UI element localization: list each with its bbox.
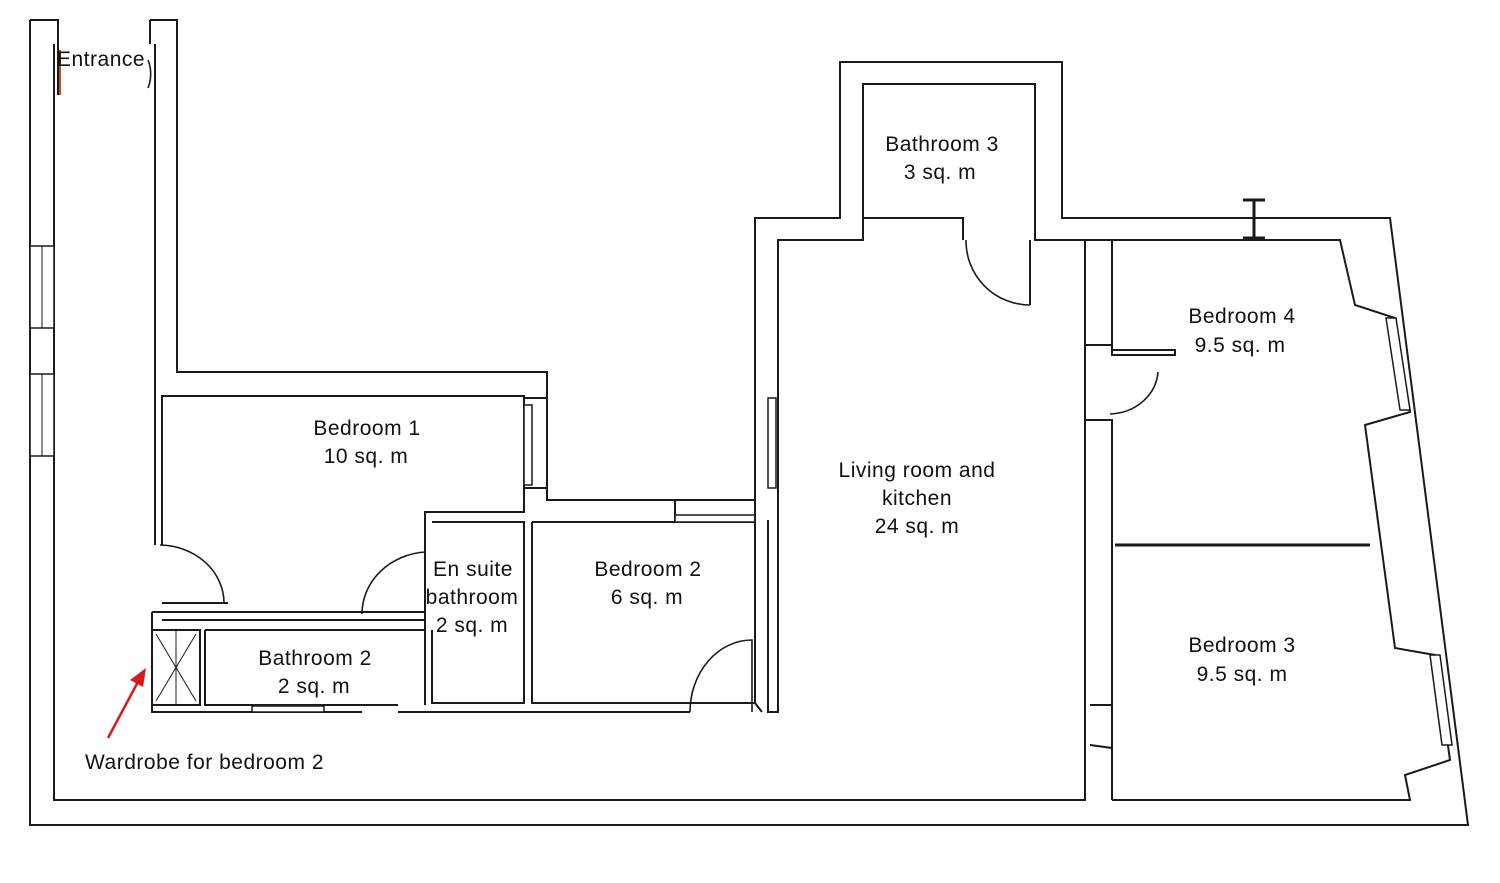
bathroom-3-walls bbox=[863, 217, 1031, 305]
bathroom-2-area: 2 sq. m bbox=[278, 675, 350, 698]
ensuite-walls bbox=[362, 521, 525, 704]
bathroom-2-name: Bathroom 2 bbox=[258, 647, 372, 670]
bathroom-3-area: 3 sq. m bbox=[904, 161, 976, 184]
left-windows bbox=[29, 245, 55, 457]
column-marker bbox=[1243, 198, 1265, 240]
wardrobe bbox=[151, 629, 201, 706]
living-room-name-line-1: Living room and bbox=[839, 459, 996, 482]
bathroom-3-door bbox=[965, 239, 1031, 306]
entrance-door bbox=[147, 59, 152, 89]
room-labels: Entrance Bathroom 3 3 sq. m Bedroom 1 10… bbox=[57, 48, 1295, 774]
wardrobe-arrow bbox=[106, 668, 146, 739]
bedrooms-partition bbox=[1084, 239, 1370, 800]
bedroom-4-name: Bedroom 4 bbox=[1188, 305, 1295, 328]
bedroom-1-area: 10 sq. m bbox=[324, 445, 409, 468]
bedroom-2-name: Bedroom 2 bbox=[594, 558, 701, 581]
bedroom-2-door bbox=[689, 639, 753, 713]
bedroom-1-name: Bedroom 1 bbox=[313, 417, 420, 440]
bedroom-1-door bbox=[159, 544, 225, 604]
entrance-label: Entrance bbox=[57, 48, 145, 71]
bedroom-2-area: 6 sq. m bbox=[611, 586, 683, 609]
wardrobe-note: Wardrobe for bedroom 2 bbox=[85, 751, 324, 774]
outer-walls bbox=[29, 19, 1470, 826]
bathroom-2-walls bbox=[151, 611, 690, 713]
ensuite-door bbox=[361, 551, 426, 615]
living-room-name-line-2: kitchen bbox=[882, 487, 952, 510]
bedroom-3-name: Bedroom 3 bbox=[1188, 634, 1295, 657]
ensuite-name-line-1: En suite bbox=[433, 558, 513, 581]
bathroom-3-name: Bathroom 3 bbox=[885, 133, 999, 156]
ensuite-area: 2 sq. m bbox=[436, 614, 508, 637]
living-room-area: 24 sq. m bbox=[875, 515, 960, 538]
right-windows bbox=[1385, 317, 1453, 746]
ensuite-name-line-2: bathroom bbox=[426, 586, 519, 609]
bedroom-2-walls bbox=[531, 397, 779, 713]
bedroom-1-walls bbox=[161, 395, 755, 612]
bedroom-3-area: 9.5 sq. m bbox=[1197, 663, 1288, 686]
bedroom-4-area: 9.5 sq. m bbox=[1195, 334, 1286, 357]
